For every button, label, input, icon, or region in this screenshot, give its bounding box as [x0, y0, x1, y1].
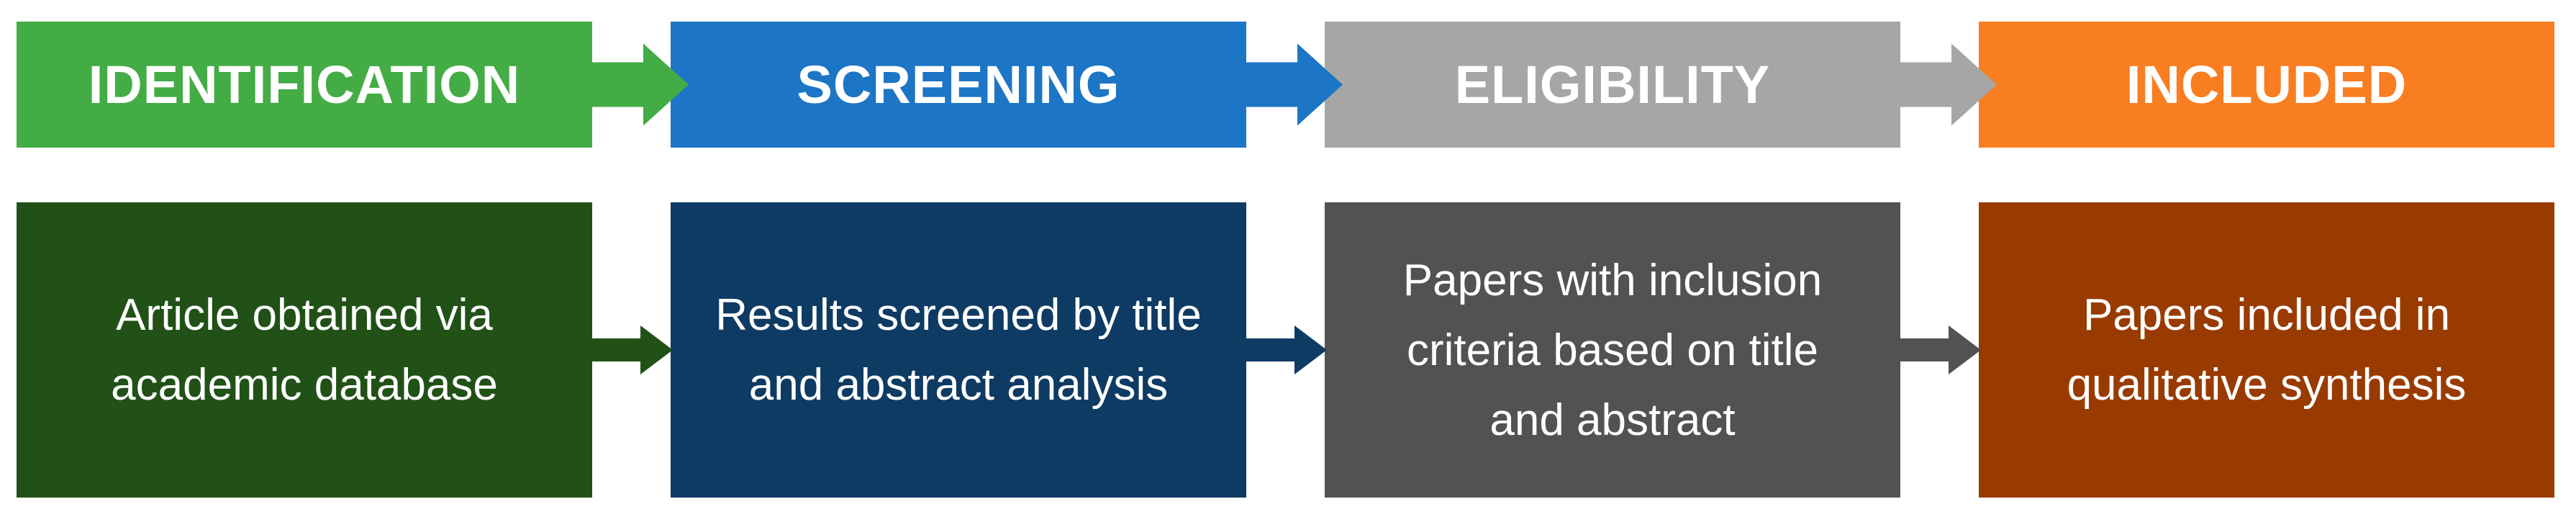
arrow-right-icon — [1246, 43, 1343, 126]
stage-header-screening: SCREENING — [671, 22, 1246, 148]
stage-description-screening: Results screened by title and abstract a… — [671, 202, 1246, 498]
arrow-right-icon — [1900, 43, 1997, 126]
description-line: Papers included in — [2082, 290, 2451, 340]
description-line: Results screened by title — [715, 290, 1202, 340]
stage-header-eligibility: ELIGIBILITY — [1325, 22, 1900, 148]
top-arrow-screening-to-eligibility — [1246, 43, 1343, 126]
description-line: qualitative synthesis — [2067, 360, 2467, 410]
bottom-arrow-identification-to-screening — [592, 325, 673, 374]
description-line: and abstract — [1489, 395, 1736, 445]
description-line: and abstract analysis — [748, 360, 1169, 410]
description-line: Article obtained via — [116, 290, 493, 340]
stage-header-included: INCLUDED — [1979, 22, 2554, 148]
stage-description-included: Papers included in qualitative synthesis — [1979, 202, 2554, 498]
stage-description-identification: Article obtained via academic database — [17, 202, 592, 498]
arrow-right-icon — [1246, 325, 1327, 374]
description-line: criteria based on title — [1406, 325, 1819, 375]
stage-header-label: SCREENING — [797, 55, 1120, 114]
bottom-arrow-screening-to-eligibility — [1246, 325, 1327, 374]
arrow-right-icon — [1900, 325, 1981, 374]
description-line: Papers with inclusion — [1402, 255, 1823, 305]
top-arrow-identification-to-screening — [592, 43, 689, 126]
stage-header-label: IDENTIFICATION — [88, 55, 521, 114]
description-line: academic database — [111, 360, 498, 410]
bottom-arrow-eligibility-to-included — [1900, 325, 1981, 374]
top-arrow-eligibility-to-included — [1900, 43, 1997, 126]
stage-header-label: INCLUDED — [2126, 55, 2408, 114]
stage-description-eligibility: Papers with inclusion criteria based on … — [1325, 202, 1900, 498]
stage-header-identification: IDENTIFICATION — [17, 22, 592, 148]
arrow-right-icon — [592, 325, 673, 374]
arrow-right-icon — [592, 43, 689, 126]
stage-header-label: ELIGIBILITY — [1454, 55, 1771, 114]
